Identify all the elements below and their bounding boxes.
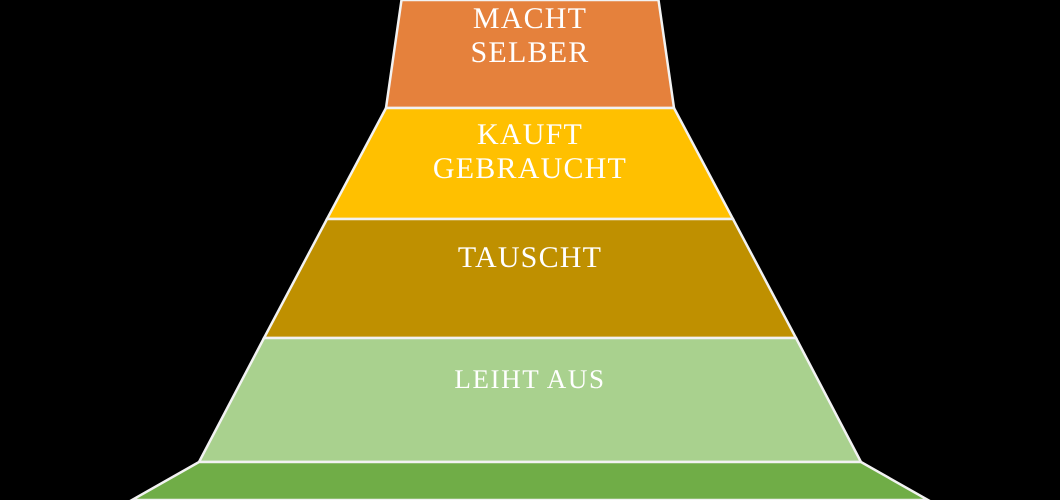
pyramid-tier-3-shape — [261, 217, 799, 340]
pyramid-tier-1-shape — [384, 0, 676, 110]
pyramid-tier-2-shape — [324, 106, 736, 221]
pyramid-tier-5-shape — [129, 460, 931, 500]
pyramid-tier-4-shape — [196, 336, 864, 464]
